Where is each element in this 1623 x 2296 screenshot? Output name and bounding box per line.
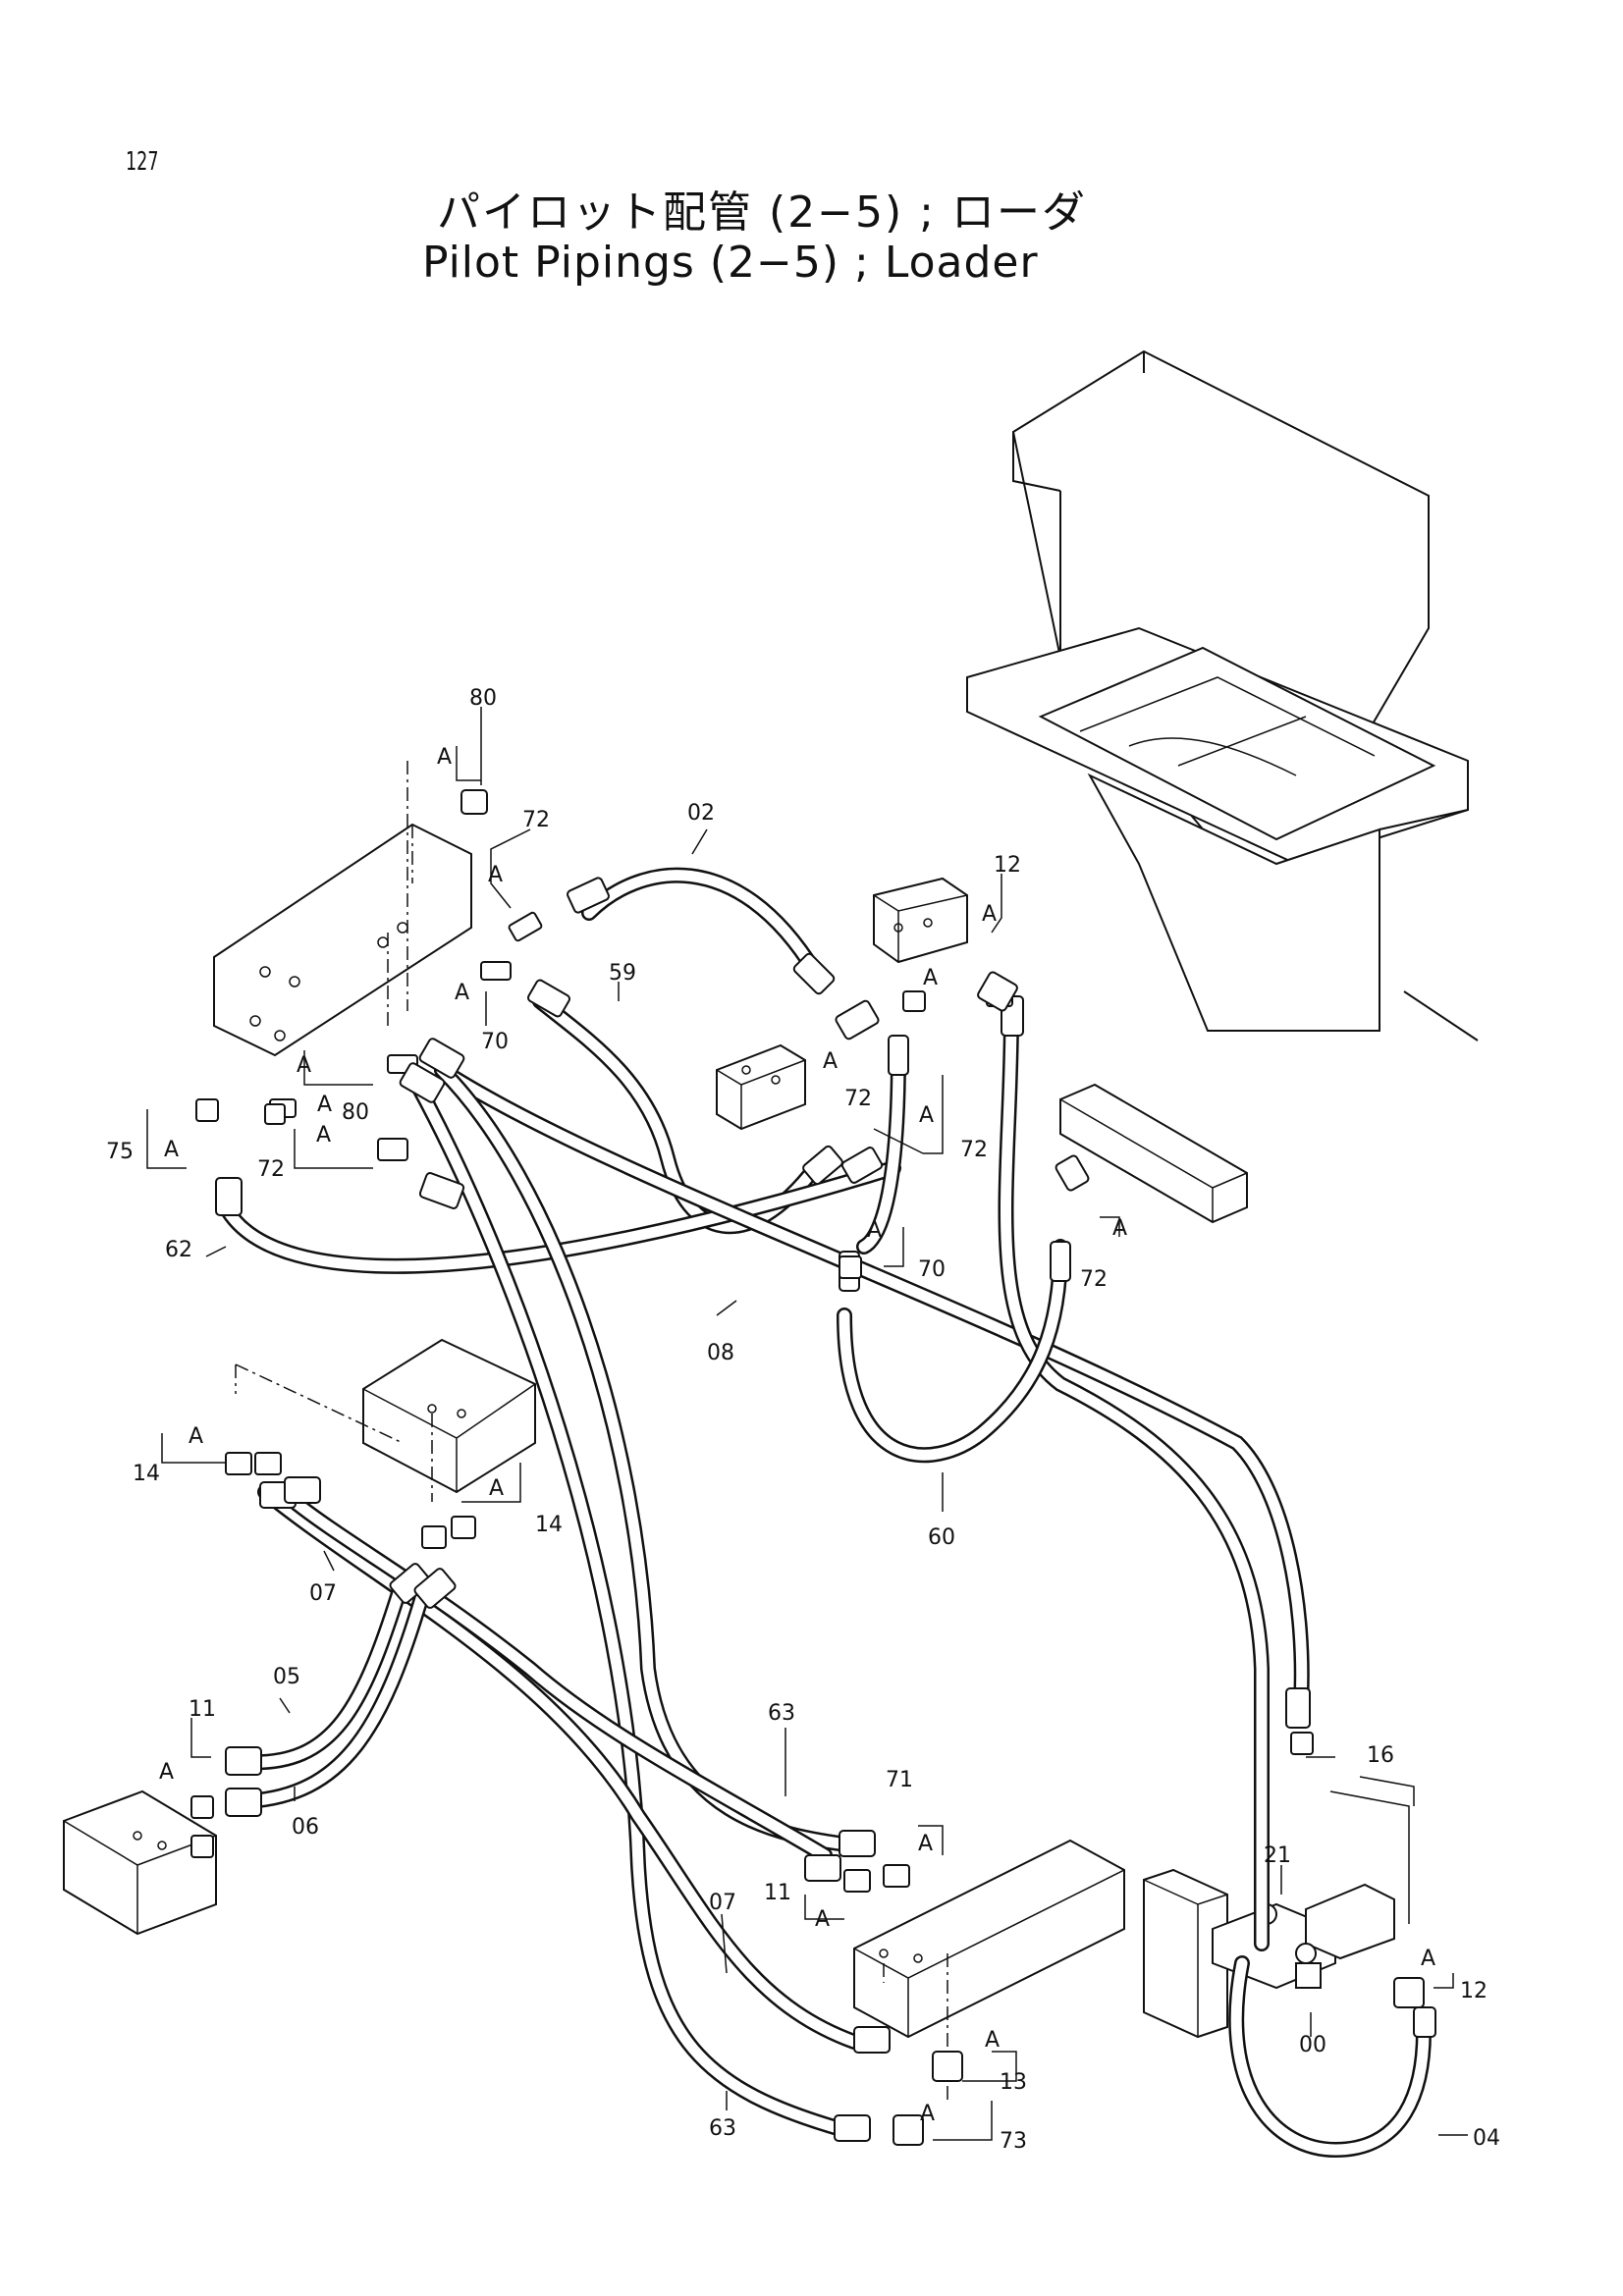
- ref-a-label: A: [867, 1218, 882, 1243]
- callout-label: 13: [1000, 2070, 1027, 2095]
- callout-label: 73: [1000, 2129, 1027, 2154]
- callout-label: 04: [1473, 2126, 1500, 2151]
- ref-a-label: A: [317, 1093, 332, 1117]
- callout-label: 11: [189, 1697, 216, 1722]
- callout-label: 00: [1299, 2033, 1326, 2057]
- callout-label: 72: [522, 808, 550, 832]
- title-japanese: パイロット配管 (2−5) ; ローダ: [437, 187, 1087, 238]
- ref-a-label: A: [985, 2028, 1000, 2053]
- ref-a-label: A: [437, 745, 452, 770]
- valve-block-upper-left: [213, 761, 472, 1057]
- callout-label: 70: [918, 1257, 946, 1282]
- callout-label: 59: [609, 961, 636, 986]
- callout-label: 08: [707, 1341, 734, 1365]
- pilot-valve-assembly: [1143, 1776, 1415, 2039]
- callout-label: 71: [886, 1768, 913, 1792]
- callout-label: 75: [106, 1140, 134, 1164]
- callout-label: 07: [309, 1581, 337, 1606]
- ref-a-label: A: [316, 1123, 331, 1148]
- callout-label: 70: [481, 1030, 509, 1054]
- callout-label: 05: [273, 1665, 300, 1689]
- title-english: Pilot Pipings (2−5) ; Loader: [422, 238, 1039, 288]
- callout-label: 21: [1264, 1843, 1291, 1868]
- ref-a-label: A: [189, 1424, 203, 1449]
- callout-label: 62: [165, 1238, 192, 1262]
- ref-a-label: A: [164, 1138, 179, 1162]
- reference-marks-a: A A A A A A A A A A A A A A A A A A A A …: [159, 745, 1435, 2126]
- hoses: [218, 867, 1432, 2159]
- ref-a-label: A: [923, 966, 938, 990]
- ref-a-label: A: [455, 981, 469, 1005]
- callout-label: 12: [1460, 1979, 1488, 2003]
- ref-a-label: A: [982, 902, 997, 927]
- callout-label: 14: [133, 1462, 160, 1486]
- callout-label: 11: [764, 1881, 791, 1905]
- valve-block-small-upper: [873, 877, 968, 964]
- page-number: 127: [126, 147, 159, 177]
- ref-a-label: A: [918, 1832, 933, 1856]
- ref-a-label: A: [159, 1760, 174, 1785]
- ref-a-label: A: [920, 2102, 935, 2126]
- callout-label: 63: [768, 1701, 795, 1726]
- callout-label: 72: [960, 1138, 988, 1162]
- callout-label: 14: [535, 1513, 563, 1537]
- callout-label: 12: [994, 853, 1021, 878]
- ref-a-label: A: [823, 1049, 838, 1074]
- callout-label: 16: [1367, 1743, 1394, 1768]
- fittings: [190, 789, 1436, 2146]
- ref-a-label: A: [489, 1476, 504, 1501]
- valve-block-middle: [716, 1043, 806, 1131]
- ref-a-label: A: [1112, 1216, 1127, 1241]
- valve-block-left-mid: [235, 1338, 536, 1502]
- ref-a-label: A: [488, 863, 503, 887]
- callout-label: 07: [709, 1891, 736, 1915]
- callout-label: 02: [687, 801, 715, 826]
- valve-block-lower-left: [63, 1789, 217, 1936]
- valve-block-lower-center: [853, 1839, 1125, 2101]
- callout-labels: 80 72 02 12 59 70 72 72 75 80 72 62 70 0…: [106, 686, 1500, 2154]
- bar-block-right: [1059, 1083, 1248, 1224]
- callout-label: 80: [342, 1100, 369, 1125]
- leader-lines: [146, 707, 1468, 2141]
- callout-label: 80: [469, 686, 497, 711]
- ref-a-label: A: [815, 1907, 830, 1932]
- callout-label: 72: [1080, 1267, 1108, 1292]
- callout-label: 72: [844, 1087, 872, 1111]
- callout-label: 63: [709, 2116, 736, 2141]
- ref-a-label: A: [297, 1053, 311, 1078]
- callout-label: 72: [257, 1157, 285, 1182]
- ref-a-label: A: [919, 1103, 934, 1128]
- callout-label: 60: [928, 1525, 955, 1550]
- callout-label: 06: [292, 1815, 319, 1840]
- ref-a-label: A: [1421, 1947, 1435, 1971]
- operator-seat: [966, 349, 1479, 1041]
